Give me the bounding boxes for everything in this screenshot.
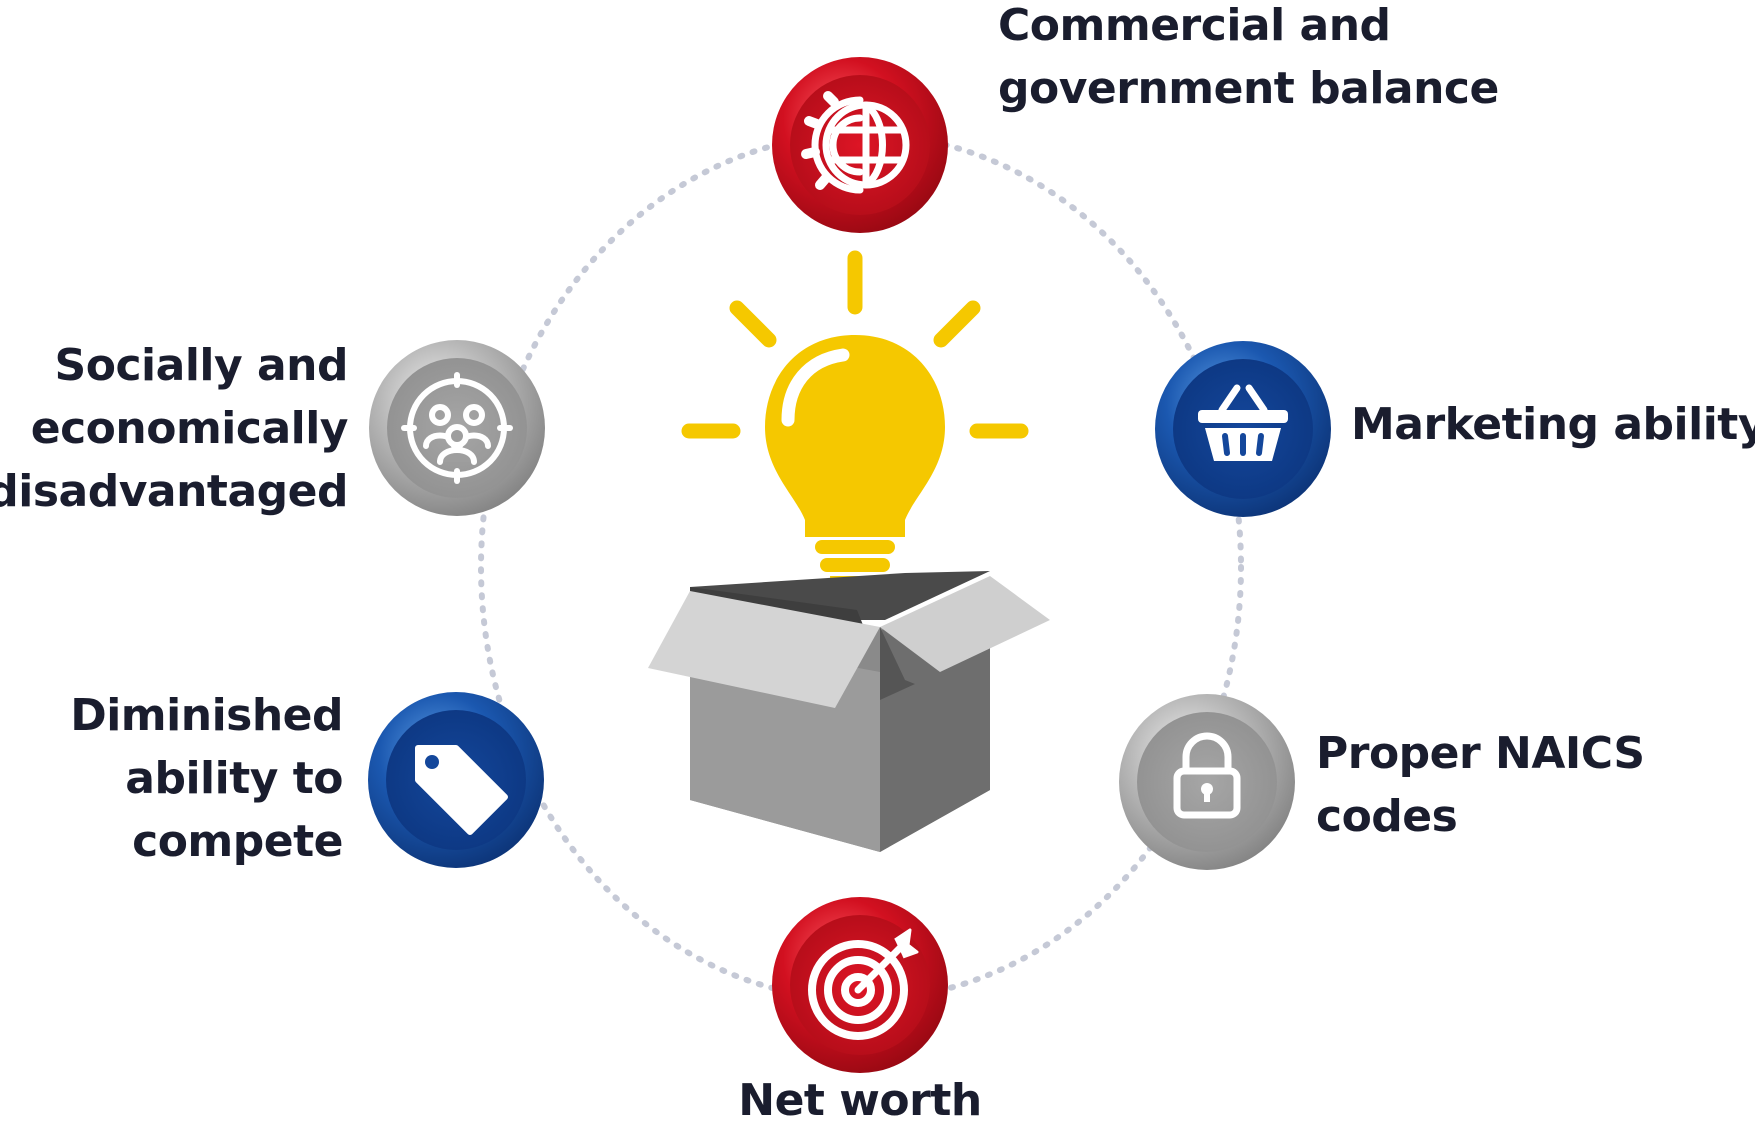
label-social: Socially and economically disadvantaged: [0, 334, 348, 523]
label-line: ability to: [125, 753, 343, 804]
label-line: Diminished: [70, 690, 343, 741]
target-arrow-icon: [808, 928, 919, 1040]
label-naics: Proper NAICS codes: [1316, 722, 1645, 848]
label-line: Socially and: [54, 340, 349, 391]
gear-globe-icon: [801, 91, 910, 194]
label-marketing: Marketing ability: [1351, 393, 1755, 456]
label-line: Proper NAICS: [1316, 728, 1645, 779]
shopping-basket-icon: [1198, 384, 1288, 461]
node-circle-networth: [772, 897, 948, 1073]
people-group-icon: [401, 372, 513, 484]
label-commercial: Commercial and government balance: [998, 0, 1499, 120]
node-circle-compete: [368, 692, 544, 868]
label-line: Net worth: [738, 1075, 982, 1126]
label-line: Marketing ability: [1351, 399, 1755, 450]
label-line: economically: [30, 403, 349, 454]
label-line: compete: [132, 816, 343, 867]
label-line: codes: [1316, 791, 1458, 842]
node-circle-commercial: [772, 57, 948, 233]
price-tag-icon: [415, 745, 508, 835]
node-circle-social: [369, 340, 545, 516]
label-line: disadvantaged: [0, 466, 348, 517]
label-compete: Diminished ability to compete: [70, 684, 343, 873]
label-line: Commercial and: [998, 0, 1391, 51]
node-circle-marketing: [1155, 341, 1331, 517]
label-line: government balance: [998, 63, 1499, 114]
lightbulb-box-icon: [648, 250, 1050, 852]
padlock-icon: [1173, 732, 1241, 819]
node-circle-naics: [1119, 694, 1295, 870]
label-networth: Net worth: [660, 1069, 1060, 1127]
